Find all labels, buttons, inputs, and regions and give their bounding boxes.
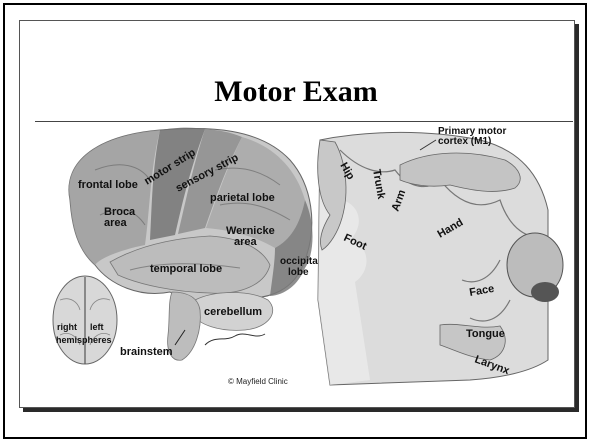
label-occipital-line1: occipital	[280, 256, 321, 267]
label-left: left	[90, 322, 104, 332]
label-primary-motor-cortex: Primary motor cortex (M1)	[438, 126, 509, 147]
brain-top-view: right left hemispheres	[53, 276, 117, 364]
label-brainstem: brainstem	[120, 346, 173, 358]
label-occipital-line2: lobe	[288, 267, 309, 278]
label-temporal-lobe: temporal lobe	[150, 263, 222, 275]
label-primary-motor-line2: cortex (M1)	[438, 136, 491, 147]
label-tongue: Tongue	[466, 328, 505, 340]
label-frontal-lobe: frontal lobe	[78, 179, 138, 191]
label-right: right	[57, 322, 77, 332]
motor-homunculus-illustration: Primary motor cortex (M1) Hip Trunk Arm …	[318, 126, 563, 385]
label-wernicke-line2: area	[234, 236, 258, 248]
label-parietal-lobe: parietal lobe	[210, 192, 275, 204]
label-cerebellum: cerebellum	[204, 306, 262, 318]
signature-mark	[205, 334, 265, 345]
credit-mayfield-clinic: © Mayfield Clinic	[228, 377, 288, 386]
label-broca-line2: area	[104, 217, 128, 229]
label-hemispheres: hemispheres	[56, 335, 112, 345]
homunculus-mouth	[531, 282, 559, 302]
